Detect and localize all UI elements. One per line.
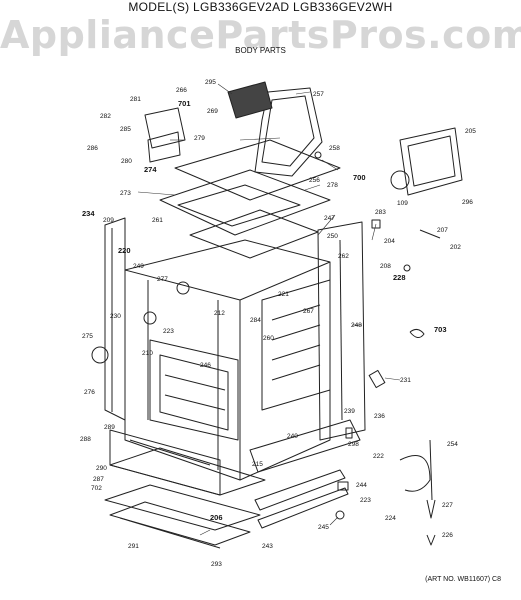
part-label-248: 248 — [351, 322, 362, 329]
part-label-283: 283 — [375, 209, 386, 216]
part-label-703: 703 — [434, 325, 447, 334]
part-label-208: 208 — [380, 263, 391, 270]
heat-shield — [227, 81, 273, 119]
part-label-209: 209 — [103, 217, 114, 224]
part-label-284: 284 — [250, 317, 261, 324]
part-label-226: 226 — [442, 532, 453, 539]
part-label-281: 281 — [130, 96, 141, 103]
part-label-296: 296 — [462, 199, 473, 206]
part-label-230: 230 — [110, 313, 121, 320]
part-label-234: 234 — [82, 209, 95, 218]
part-label-244: 244 — [356, 482, 367, 489]
cooktop-panel — [159, 139, 341, 259]
watermark: AppliancePartsPros.com — [0, 13, 521, 57]
inner-liner — [261, 279, 331, 411]
part-label-279: 279 — [194, 135, 205, 142]
part-label-227: 227 — [442, 502, 453, 509]
body-frame — [124, 239, 331, 481]
part-label-109: 109 — [397, 200, 408, 207]
part-label-280: 280 — [121, 158, 132, 165]
part-label-222: 222 — [373, 453, 384, 460]
part-label-275: 275 — [82, 333, 93, 340]
part-label-256: 256 — [309, 177, 320, 184]
part-label-245: 245 — [318, 524, 329, 531]
part-labels: 295 257 266 281 701 269 282 285 279 286 … — [80, 79, 476, 568]
part-label-267: 267 — [303, 308, 314, 315]
part-label-702: 702 — [91, 485, 102, 492]
part-label-202: 202 — [450, 244, 461, 251]
part-label-293: 293 — [211, 561, 222, 568]
part-label-206: 206 — [210, 513, 223, 522]
part-label-205: 205 — [465, 128, 476, 135]
part-label-276: 276 — [84, 389, 95, 396]
oven-cavity — [149, 339, 239, 441]
part-label-207: 207 — [437, 227, 448, 234]
part-label-288: 288 — [80, 436, 91, 443]
part-label-212: 212 — [214, 310, 225, 317]
broiler-drawer — [109, 429, 266, 496]
part-label-282: 282 — [100, 113, 111, 120]
part-label-236: 236 — [374, 413, 385, 420]
part-label-257: 257 — [313, 91, 324, 98]
part-label-266: 266 — [176, 87, 187, 94]
hardware-parts — [91, 107, 441, 546]
part-label-243: 243 — [262, 543, 273, 550]
part-label-700: 700 — [353, 173, 366, 182]
part-label-295: 295 — [205, 79, 216, 86]
part-label-273: 273 — [120, 190, 131, 197]
part-label-220: 220 — [118, 246, 131, 255]
part-label-204: 204 — [384, 238, 395, 245]
part-label-246: 246 — [200, 362, 211, 369]
model-title: MODEL(S) LGB336GEV2AD LGB336GEV2WH — [128, 0, 393, 14]
part-label-224: 224 — [385, 515, 396, 522]
part-label-247: 247 — [324, 215, 335, 222]
part-label-254: 254 — [447, 441, 458, 448]
part-label-290: 290 — [96, 465, 107, 472]
art-number: (ART NO. WB11607) C8 — [425, 576, 501, 583]
kick-panel — [104, 484, 261, 549]
rear-cover — [399, 127, 463, 196]
part-label-231: 231 — [400, 377, 411, 384]
part-label-289: 289 — [104, 424, 115, 431]
backsplash-vent — [254, 87, 323, 177]
part-label-269: 269 — [207, 108, 218, 115]
part-label-274: 274 — [144, 165, 157, 174]
part-label-223: 223 — [163, 328, 174, 335]
part-label-210: 210 — [142, 350, 153, 357]
part-label-291: 291 — [128, 543, 139, 550]
front-bracket — [254, 469, 349, 529]
part-label-298: 298 — [348, 441, 359, 448]
part-label-261: 261 — [152, 217, 163, 224]
part-label-221: 221 — [278, 291, 289, 298]
part-label-249: 249 — [133, 263, 144, 270]
part-label-239: 239 — [344, 408, 355, 415]
part-label-701: 701 — [178, 99, 191, 108]
callout-leaders — [137, 83, 401, 536]
part-label-250: 250 — [327, 233, 338, 240]
part-label-215: 215 — [252, 461, 263, 468]
part-label-228: 228 — [393, 273, 406, 282]
section-title: BODY PARTS — [235, 46, 286, 55]
part-label-240: 240 — [287, 433, 298, 440]
part-label-260: 260 — [263, 335, 274, 342]
part-label-278: 278 — [327, 182, 338, 189]
part-label-285: 285 — [120, 126, 131, 133]
part-label-287: 287 — [93, 476, 104, 483]
part-label-223b: 223 — [360, 497, 371, 504]
part-label-277: 277 — [157, 276, 168, 283]
bottom-rail — [249, 419, 361, 473]
part-label-286: 286 — [87, 145, 98, 152]
right-side-panel — [317, 221, 366, 441]
part-label-262: 262 — [338, 253, 349, 260]
part-label-258: 258 — [329, 145, 340, 152]
